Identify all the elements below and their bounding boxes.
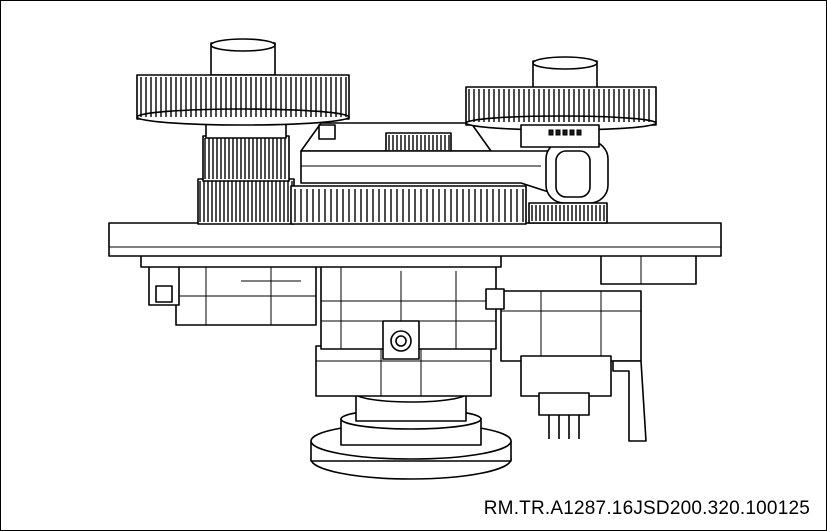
lower-housing	[140, 244, 502, 397]
hub-hole	[562, 129, 568, 136]
hub-hole	[548, 129, 554, 136]
figure-reference-code: RM.TR.A1287.16JSD200.320.100125	[483, 498, 810, 519]
connector-bracket	[485, 238, 697, 442]
gear-teeth	[204, 138, 286, 179]
right-top-gear	[465, 56, 657, 148]
hub-hole	[569, 129, 575, 136]
gear-teeth	[531, 205, 605, 221]
gear-teeth	[199, 181, 293, 222]
arm-linkage	[300, 124, 609, 224]
hub-hole	[576, 129, 582, 136]
left-gear-stack	[197, 115, 295, 225]
bottom-flange	[310, 383, 512, 480]
gear-teeth	[388, 135, 450, 150]
gear-teeth	[140, 77, 347, 117]
left-top-gear	[136, 38, 350, 126]
front-bolt	[382, 320, 420, 360]
gear-teeth	[294, 189, 524, 222]
gear-teeth	[468, 89, 650, 122]
hub-hole	[555, 129, 561, 136]
center-ring-gear	[290, 122, 527, 225]
base-plate	[108, 222, 722, 257]
